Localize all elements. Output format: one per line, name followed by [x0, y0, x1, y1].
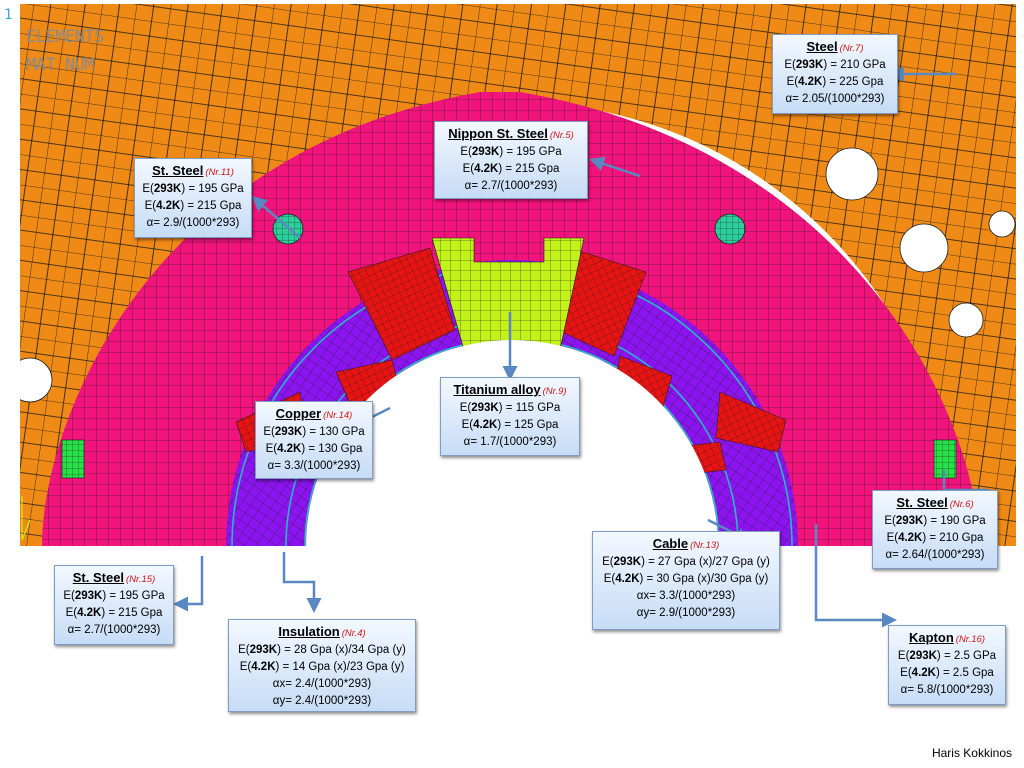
material-title: St. Steel [896, 495, 948, 510]
kapton-key-left [61, 439, 85, 479]
e293-value: 195 GPa [198, 183, 244, 195]
material-number: (Nr.11) [205, 167, 234, 178]
e293-value: 195 GPa [516, 146, 562, 158]
material-number: (Nr.7) [839, 43, 864, 54]
e42-value: 125 Gpa [514, 419, 559, 431]
e293-value: 115 GPa [515, 402, 561, 414]
author-credit: Haris Kokkinos [931, 746, 1012, 760]
material-number: (Nr.4) [341, 628, 366, 639]
alphay-value: 2.4/(1000*293) [295, 695, 372, 707]
e293-value: 28 Gpa (x)/34 Gpa (y) [294, 644, 406, 656]
alpha-value: 1.7/(1000*293) [480, 436, 557, 448]
coordinate-triad [21, 496, 31, 541]
material-title: Titanium alloy [453, 382, 541, 397]
material-title: Cable [652, 536, 689, 551]
e293-value: 190 GPa [940, 515, 986, 527]
e42-value: 130 Gpa [318, 443, 363, 455]
e42-value: 30 Gpa (x)/30 Gpa (y) [656, 573, 769, 585]
material-title: Nippon St. Steel [448, 126, 548, 141]
alpha-value: 3.3/(1000*293) [284, 460, 361, 472]
material-title: St. Steel [72, 570, 125, 585]
material-number: (Nr.16) [955, 634, 985, 645]
material-number: (Nr.9) [542, 386, 567, 397]
material-title: Kapton [909, 630, 954, 645]
insulation-label-box: Insulation(Nr.4) E(293K) = 28 Gpa (x)/34… [228, 619, 416, 712]
ansys-label-elements: ELEMENTS [26, 27, 104, 47]
st-steel-11-label-box: St. Steel(Nr.11) E(293K) = 195 GPa E(4.2… [134, 158, 252, 238]
material-title: Insulation [278, 624, 340, 639]
alpha-value: 2.05/(1000*293) [802, 93, 885, 105]
e42-value: 225 Gpa [839, 76, 884, 88]
material-title: St. Steel [152, 163, 204, 178]
alphax-value: 3.3/(1000*293) [659, 590, 736, 602]
insulation-ring [226, 260, 798, 546]
material-title: Copper [275, 406, 322, 421]
alpha-value: 2.7/(1000*293) [481, 180, 558, 192]
cable-label-box: Cable(Nr.13) E(293K) = 27 Gpa (x)/27 Gpa… [592, 531, 780, 630]
e293-value: 210 GPa [840, 59, 886, 71]
material-number: (Nr.6) [949, 499, 974, 510]
copper-label-box: Copper(Nr.14) E(293K) = 130 GPa E(4.2K) … [255, 401, 373, 479]
alphax-value: 2.4/(1000*293) [295, 678, 372, 690]
e293-value: 130 GPa [319, 426, 365, 438]
pin-right [714, 213, 746, 245]
material-title: Steel [806, 39, 838, 54]
e42-value: 215 Gpa [197, 200, 242, 212]
e42-value: 210 Gpa [939, 532, 984, 544]
titanium-label-box: Titanium alloy(Nr.9) E(293K) = 115 GPa E… [440, 377, 580, 456]
alpha-value: 5.8/(1000*293) [917, 684, 994, 696]
alphay-value: 2.9/(1000*293) [659, 607, 736, 619]
alpha-value: 2.9/(1000*293) [163, 217, 240, 229]
st-steel-6-label-box: St. Steel(Nr.6) E(293K) = 190 GPa E(4.2K… [872, 490, 998, 569]
leader-arrows [173, 66, 996, 628]
material-number: (Nr.5) [549, 130, 574, 141]
material-number: (Nr.15) [126, 574, 156, 585]
e42-value: 215 Gpa [118, 607, 163, 619]
e293-value: 27 Gpa (x)/27 Gpa (y) [658, 556, 770, 568]
e42-value: 2.5 Gpa [952, 667, 994, 679]
e293-value: 2.5 GPa [953, 650, 997, 662]
e293-value: 195 GPa [119, 590, 165, 602]
ansys-label-mat-num: MAT NUM [26, 55, 95, 75]
copper-wedges [235, 247, 787, 479]
alpha-value: 2.64/(1000*293) [902, 549, 985, 561]
nippon-steel-label-box: Nippon St. Steel(Nr.5) E(293K) = 195 GPa… [434, 121, 588, 199]
material-number: (Nr.14) [323, 410, 353, 421]
alpha-value: 2.7/(1000*293) [84, 624, 161, 636]
e42-value: 14 Gpa (x)/23 Gpa (y) [292, 661, 405, 673]
e42-value: 215 Gpa [515, 163, 560, 175]
kapton-label-box: Kapton(Nr.16) E(293K) = 2.5 GPa E(4.2K) … [888, 625, 1006, 705]
steel-label-box: Steel(Nr.7) E(293K) = 210 GPa E(4.2K) = … [772, 34, 898, 114]
yoke-holes [7, 147, 1016, 403]
st-steel-15-label-box: St. Steel(Nr.15) E(293K) = 195 GPa E(4.2… [54, 565, 174, 645]
ansys-window-number: 1 [4, 7, 12, 23]
left-margin [0, 0, 20, 546]
material-number: (Nr.13) [690, 540, 720, 551]
